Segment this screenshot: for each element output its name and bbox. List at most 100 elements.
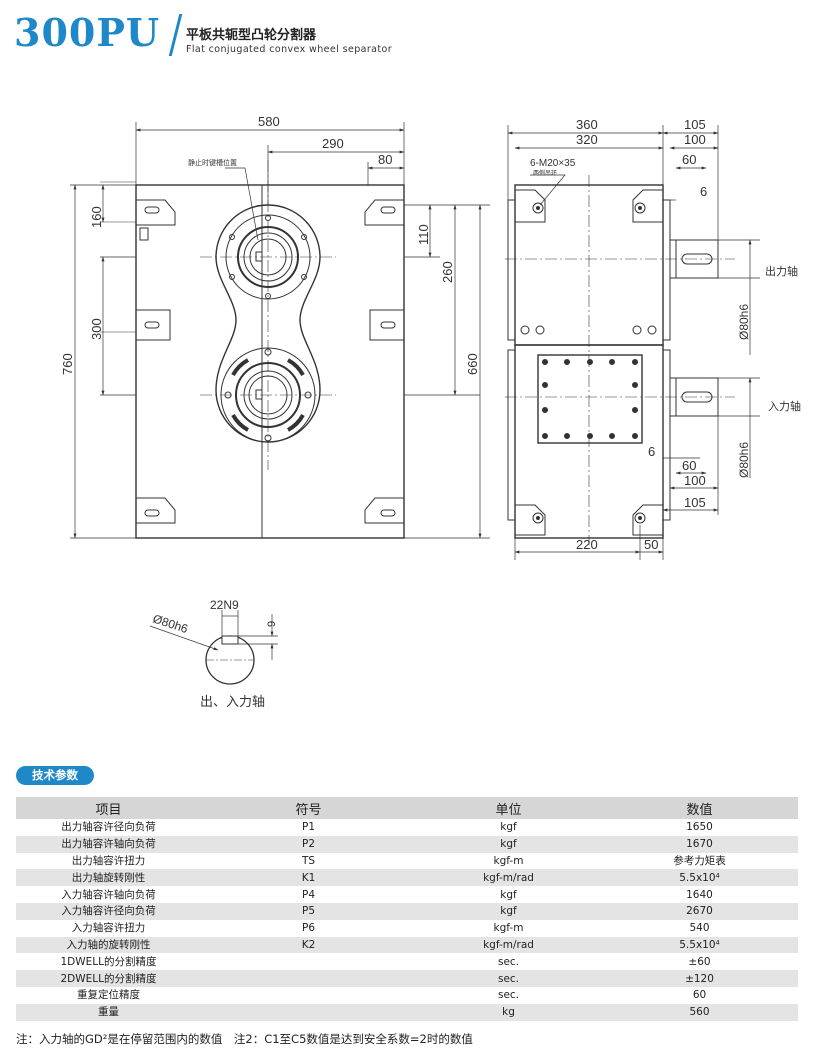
bolt-sub: 两侧吊环: [533, 169, 557, 177]
dim-660: 660: [465, 353, 480, 375]
cell-value: 5.5x10⁴: [601, 936, 798, 954]
cell-item: 出力轴容许扭力: [16, 852, 201, 870]
footnote: 注：入力轴的GD²是在停留范围内的数值 注2：C1至C5数值是达到安全系数=2时…: [16, 1032, 473, 1046]
cell-symbol: K1: [201, 869, 416, 887]
dim-360: 360: [576, 117, 598, 132]
cell-symbol: K2: [201, 936, 416, 954]
dim-100-top: 100: [684, 132, 706, 147]
section-title-badge: 技术参数: [16, 766, 94, 785]
cell-unit: sec.: [416, 953, 601, 971]
cell-symbol: [201, 970, 416, 987]
cell-value: ±60: [601, 953, 798, 971]
cell-symbol: P5: [201, 902, 416, 920]
dia-in: Ø80h6: [737, 442, 751, 478]
dim-6-top: 6: [700, 184, 707, 199]
dim-60-top: 60: [682, 152, 696, 167]
drawing-labels: 580 290 80 160 300 760 110 260 660 静止时键槽…: [60, 114, 801, 709]
table-row: 2DWELL的分割精度 sec.±120: [16, 970, 798, 987]
dim-320: 320: [576, 132, 598, 147]
header-value: 数值: [601, 797, 798, 819]
dim-110: 110: [416, 224, 431, 245]
bolt-note: 6-M20×35: [530, 158, 576, 169]
model-number: 300PU: [14, 10, 161, 55]
cell-symbol: P6: [201, 919, 416, 937]
cell-item: 出力轴容许径向负荷: [16, 819, 201, 836]
dim-300: 300: [89, 318, 104, 340]
cell-item: 重量: [16, 1003, 201, 1021]
cell-unit: kgf-m/rad: [416, 869, 601, 887]
cell-item: 重复定位精度: [16, 986, 201, 1004]
cell-unit: kgf: [416, 902, 601, 920]
dim-50: 50: [644, 537, 658, 552]
cell-value: ±120: [601, 970, 798, 987]
cell-symbol: [201, 953, 416, 971]
output-shaft-label: 出力轴: [765, 264, 798, 278]
cell-unit: kgf-m: [416, 852, 601, 870]
dim-580: 580: [258, 114, 280, 129]
dim-6-bot: 6: [648, 444, 655, 459]
dim-220: 220: [576, 537, 598, 552]
cell-item: 1DWELL的分割精度: [16, 953, 201, 971]
cell-value: 60: [601, 986, 798, 1004]
cell-item: 2DWELL的分割精度: [16, 970, 201, 987]
cell-value: 540: [601, 919, 798, 937]
cell-value: 1650: [601, 819, 798, 836]
cell-value: 560: [601, 1003, 798, 1021]
cell-unit: sec.: [416, 970, 601, 987]
cell-unit: kg: [416, 1003, 601, 1021]
cell-symbol: P2: [201, 835, 416, 853]
cell-value: 1640: [601, 886, 798, 903]
product-title-cn: 平板共轭型凸轮分割器: [186, 28, 317, 43]
table-row: 重复定位精度 sec.60: [16, 986, 798, 1004]
table-row: 1DWELL的分割精度 sec.±60: [16, 953, 798, 971]
header-item: 项目: [16, 797, 201, 819]
callout-keyway: 静止时键槽位置: [188, 158, 237, 167]
detail-caption: 出、入力轴: [200, 694, 265, 709]
cell-unit: kgf: [416, 886, 601, 903]
cell-item: 出力轴容许轴向负荷: [16, 835, 201, 853]
header-symbol: 符号: [201, 797, 416, 819]
cell-unit: sec.: [416, 986, 601, 1004]
cell-unit: kgf-m: [416, 919, 601, 937]
page-header: 300PU 平板共轭型凸轮分割器 Flat conjugated convex …: [14, 6, 814, 56]
dim-100-bot: 100: [684, 473, 706, 488]
dim-760: 760: [60, 353, 75, 375]
cell-item: 入力轴容许径向负荷: [16, 902, 201, 920]
dim-260: 260: [440, 261, 455, 283]
cell-unit: kgf: [416, 819, 601, 836]
header-unit: 单位: [416, 797, 601, 819]
cell-item: 入力轴容许扭力: [16, 919, 201, 937]
dim-290: 290: [322, 136, 344, 151]
technical-drawing: 580 290 80 160 300 760 110 260 660 静止时键槽…: [60, 114, 801, 709]
cell-symbol: [201, 986, 416, 1004]
cell-value: 5.5x10⁴: [601, 869, 798, 887]
dim-60-bot: 60: [682, 458, 696, 473]
detail-dia: Ø80h6: [151, 612, 190, 637]
detail-depth: 9: [266, 621, 278, 627]
input-shaft-label: 入力轴: [768, 399, 801, 413]
cell-item: 入力轴容许轴向负荷: [16, 886, 201, 903]
shaft-detail: [149, 610, 278, 685]
cell-unit: kgf: [416, 835, 601, 853]
front-dimensions: [70, 122, 490, 539]
dim-80: 80: [378, 152, 392, 167]
side-view: [505, 175, 735, 545]
cell-symbol: TS: [201, 852, 416, 870]
cell-item: 出力轴旋转刚性: [16, 869, 201, 887]
cell-value: 参考力矩表: [601, 852, 798, 870]
detail-key: 22N9: [210, 598, 239, 612]
cell-value: 2670: [601, 902, 798, 920]
cell-symbol: P1: [201, 819, 416, 836]
cell-unit: kgf-m/rad: [416, 936, 601, 954]
cell-value: 1670: [601, 835, 798, 853]
product-title-en: Flat conjugated convex wheel separator: [186, 44, 393, 55]
